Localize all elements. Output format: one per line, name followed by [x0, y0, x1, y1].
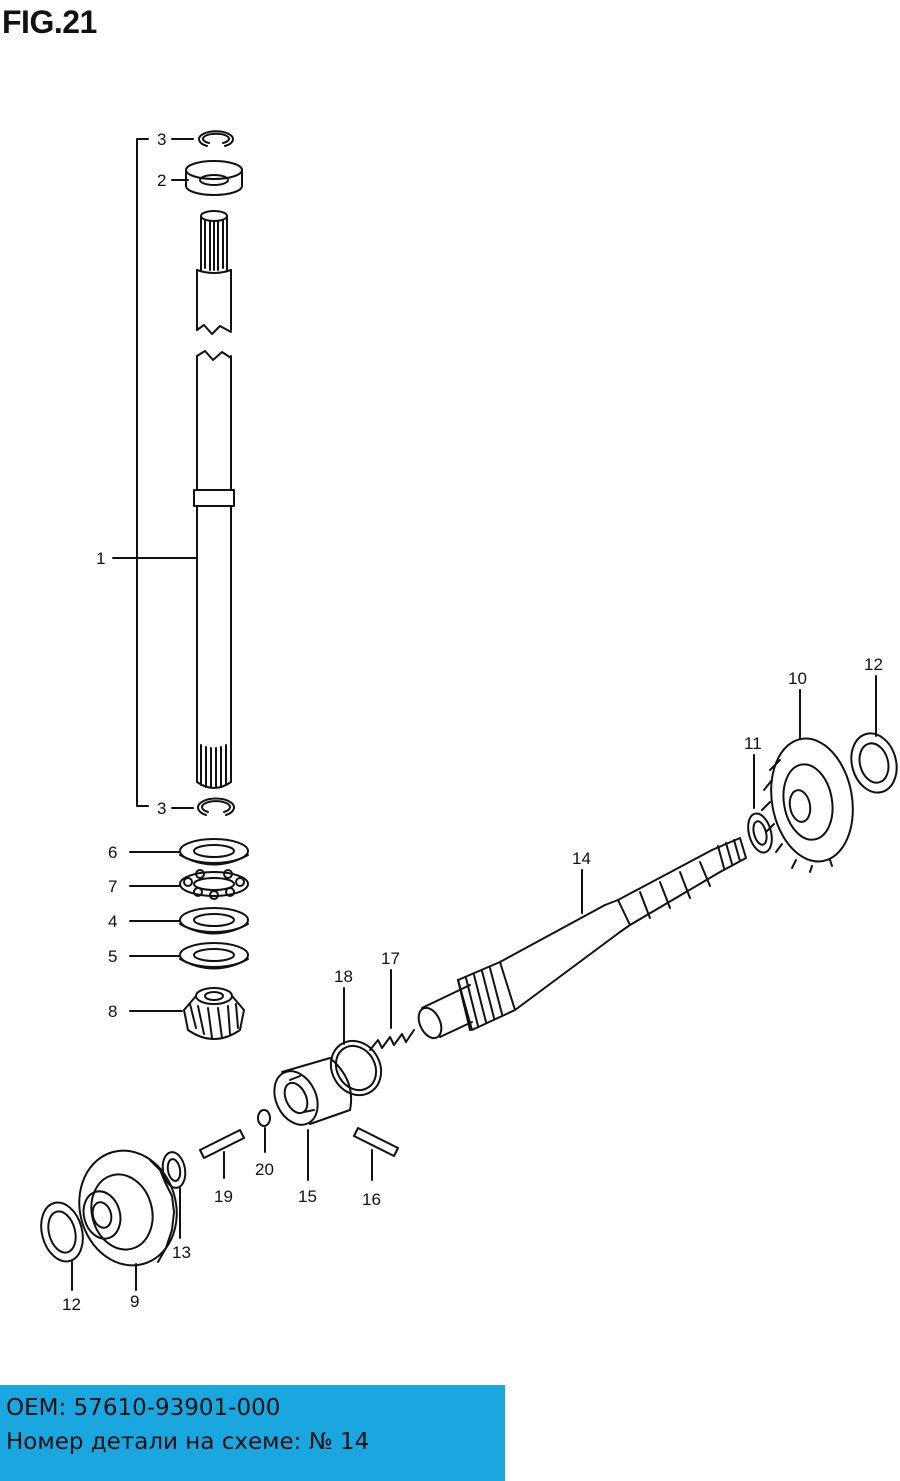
ball-20	[257, 1109, 271, 1153]
washer-4	[129, 907, 249, 935]
callout-10: 10	[788, 669, 807, 688]
part-ref-line: Номер детали на схеме: № 14	[6, 1425, 505, 1459]
callout-18: 18	[334, 967, 353, 986]
callout-9: 9	[130, 1292, 139, 1311]
callout-14: 14	[572, 849, 591, 868]
pinion-gear	[129, 987, 245, 1040]
propeller-shaft	[417, 837, 747, 1040]
dog-clutch	[273, 1057, 352, 1181]
spring-ring	[329, 987, 383, 1097]
callout-13: 13	[172, 1243, 191, 1262]
bracket-line	[136, 138, 149, 807]
pin-16	[353, 1127, 399, 1181]
figure-title: FIG.21	[2, 4, 97, 40]
callout-6: 6	[108, 843, 117, 862]
oem-number: 57610-93901-000	[73, 1395, 281, 1421]
thrust-washer-6	[129, 838, 249, 866]
callout-12-left: 12	[62, 1295, 81, 1314]
callout-19: 19	[214, 1187, 233, 1206]
reverse-gear	[761, 689, 854, 873]
washer-13	[161, 1151, 187, 1239]
circlip-bottom	[197, 797, 235, 816]
callout-2: 2	[157, 171, 166, 190]
callout-16: 16	[362, 1190, 381, 1209]
callout-4: 4	[108, 912, 117, 931]
part-ref-number: № 14	[308, 1429, 370, 1455]
callout-15: 15	[298, 1187, 317, 1206]
callout-17: 17	[381, 949, 400, 968]
spring	[369, 969, 415, 1051]
drive-shaft	[193, 210, 235, 789]
callout-3-top: 3	[157, 130, 166, 149]
washer-12-right	[850, 675, 898, 794]
oem-line: OEM: 57610-93901-000	[6, 1391, 505, 1425]
callout-20: 20	[255, 1160, 274, 1179]
circlip-top	[198, 130, 234, 147]
exploded-parts-diagram: 1 2 3 3 6 7 4 5 8 10 12 11 14 17 18 20 1…	[40, 130, 898, 1314]
oem-label: OEM:	[6, 1395, 67, 1421]
callout-7: 7	[108, 877, 117, 896]
bearing	[185, 160, 243, 196]
callout-3-bottom: 3	[157, 799, 166, 818]
callout-8: 8	[108, 1002, 117, 1021]
part-ref-label: Номер детали на схеме:	[6, 1429, 302, 1455]
callout-12-right: 12	[864, 655, 883, 674]
push-rod	[199, 1129, 245, 1179]
part-info-box: OEM: 57610-93901-000 Номер детали на схе…	[0, 1385, 505, 1481]
forward-gear	[78, 1149, 178, 1291]
thrust-bearing	[129, 869, 249, 900]
callout-1: 1	[96, 549, 105, 568]
callout-11: 11	[744, 734, 762, 753]
washer-12-left	[40, 1201, 84, 1291]
shim-5	[129, 942, 249, 970]
callout-5: 5	[108, 947, 117, 966]
